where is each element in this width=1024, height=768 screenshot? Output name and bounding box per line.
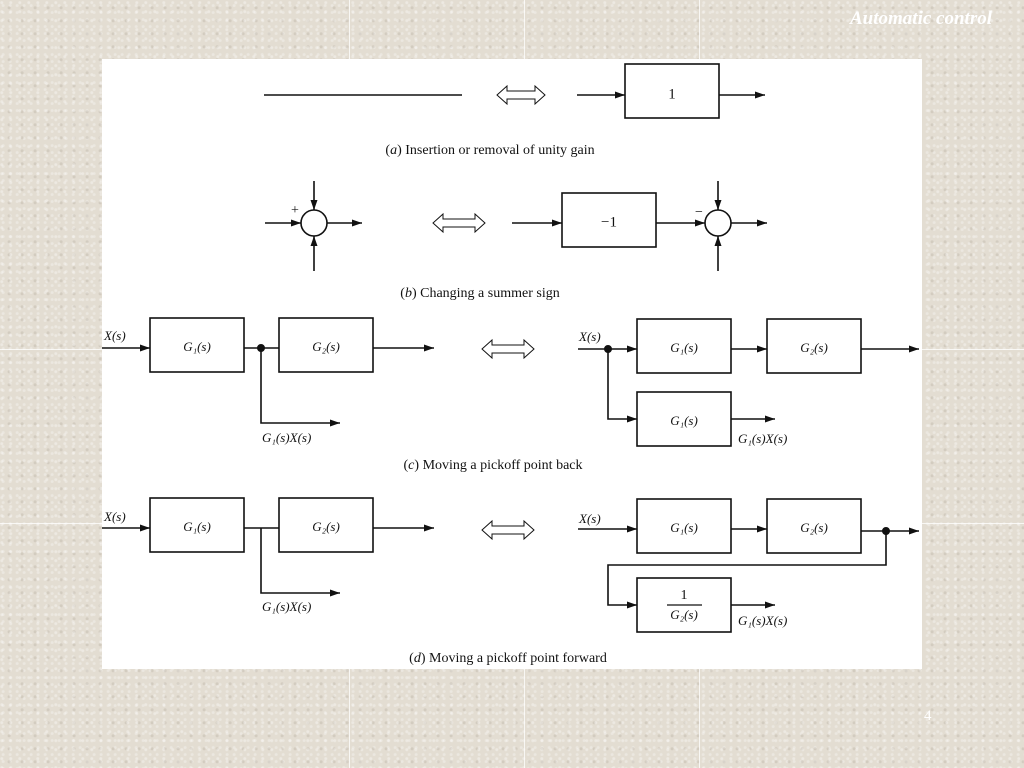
section-c-right — [578, 318, 919, 447]
g2-block — [766, 498, 862, 554]
summer-right — [704, 209, 732, 237]
g2-label: G₂(s) — [800, 340, 828, 355]
branch-output-label: G₁(s)X(s) — [262, 599, 311, 614]
g2-block — [278, 317, 374, 373]
branch-output-label: G₁(s)X(s) — [738, 613, 787, 628]
input-label: X(s) — [578, 511, 601, 526]
g2-block — [278, 497, 374, 553]
unity-gain-label: 1 — [668, 86, 676, 102]
equivalence-arrow — [481, 338, 535, 360]
inverse-numerator: 1 — [681, 588, 688, 603]
block-diagram-rules: 1 (a) Insertion or removal of unity gain… — [102, 63, 919, 666]
caption-a: (a) Insertion or removal of unity gain — [385, 143, 594, 158]
section-b — [265, 181, 767, 271]
g1-branch-label: G₁(s) — [670, 413, 698, 428]
equivalence-arrow — [481, 519, 535, 541]
input-label: X(s) — [103, 328, 126, 343]
g1-block — [149, 317, 245, 373]
minus-sign: − — [695, 205, 703, 220]
input-label: X(s) — [103, 509, 126, 524]
equivalence-arrow — [432, 212, 486, 234]
pickoff-branch — [607, 349, 637, 423]
g1-label: G₁(s) — [670, 340, 698, 355]
g2-label: G₂(s) — [312, 519, 340, 534]
g1-block — [636, 318, 732, 374]
branch-output-label: G₁(s)X(s) — [738, 431, 787, 446]
g2-label: G₂(s) — [312, 339, 340, 354]
section-c-left — [102, 317, 434, 427]
summer-left — [300, 209, 328, 237]
caption-b: (b) Changing a summer sign — [400, 286, 559, 301]
g2-label: G₂(s) — [800, 520, 828, 535]
g1-label: G₁(s) — [183, 339, 211, 354]
g1-label: G₁(s) — [670, 520, 698, 535]
inverse-denominator: G₂(s) — [670, 607, 698, 622]
section-a — [264, 63, 765, 119]
negative-gain-block — [561, 192, 657, 248]
section-d-left — [102, 497, 434, 597]
pickoff-branch — [260, 348, 340, 427]
g1-block — [149, 497, 245, 553]
caption-d: (d) Moving a pickoff point forward — [409, 651, 607, 666]
pickoff-branch — [607, 531, 887, 609]
section-d-right — [578, 498, 919, 633]
diagram-panel: 1 (a) Insertion or removal of unity gain… — [102, 59, 922, 669]
slide-title: Automatic control — [850, 8, 992, 29]
plus-sign: + — [291, 203, 299, 218]
equivalence-arrow — [496, 84, 546, 106]
g1-block — [636, 498, 732, 554]
unity-gain-block — [624, 63, 720, 119]
g1-label: G₁(s) — [183, 519, 211, 534]
branch-output-label: G₁(s)X(s) — [262, 430, 311, 445]
input-label: X(s) — [578, 329, 601, 344]
negative-gain-label: −1 — [601, 214, 617, 230]
pickoff-branch — [260, 528, 340, 597]
slide-number: 4 — [924, 708, 932, 724]
caption-c: (c) Moving a pickoff point back — [404, 458, 583, 473]
g2-block — [766, 318, 862, 374]
